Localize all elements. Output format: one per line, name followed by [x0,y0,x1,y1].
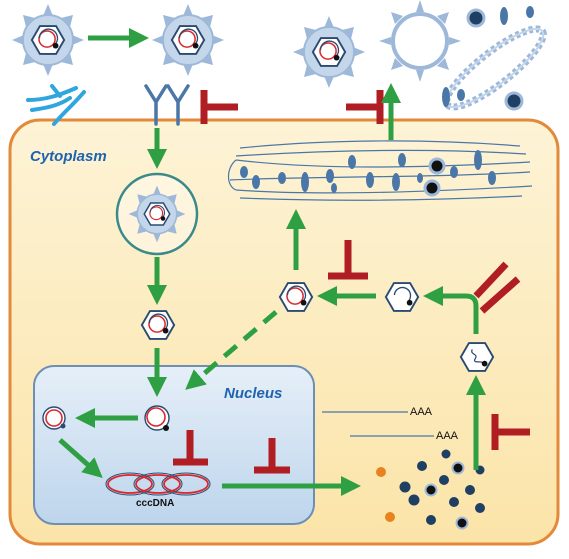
er-golgi-membrane [227,140,533,201]
pgrna-capsid [459,342,495,372]
inhibitor-entry [200,90,238,124]
inhibitor-transcription [254,438,290,474]
inhibitor-reverse-transcription [473,261,521,314]
secreted-particles-top [442,6,534,111]
nucleus-label: Nucleus [224,385,283,402]
repaired-dna [42,406,66,430]
cccdna-label: cccDNA [136,498,175,509]
cytoplasmic-capsid [140,310,176,340]
viral-proteins [376,449,485,530]
er-embedded-proteins [240,150,496,193]
arrow-reverse-transcription [423,286,479,334]
inhibitor-encapsidation [491,414,530,450]
virion-released [293,16,365,88]
cytoplasm-label: Cytoplasm [30,148,107,165]
mature-capsid [278,282,314,312]
cccdna-minichromosome [105,472,211,496]
arrow-cccdna-formation [58,438,103,478]
subviral-sphere [379,0,461,82]
polya-label-1: AAA [410,406,433,418]
polya-label-2: AAA [436,430,459,442]
inhibitor-maturation [328,240,368,280]
arrow-recycling [185,310,278,390]
intermediate-capsid [384,282,420,312]
virion-incoming [12,4,84,76]
subviral-filament [443,25,547,111]
ntcp-receptors [144,84,190,126]
virion-attached [152,4,224,76]
rcdna-in-nucleus [144,405,170,431]
inhibitor-cccdna [173,430,208,466]
mrna-transcripts [322,411,434,437]
hspg-receptor [26,84,86,126]
inhibitor-release [346,90,384,124]
er-virions [423,157,446,197]
